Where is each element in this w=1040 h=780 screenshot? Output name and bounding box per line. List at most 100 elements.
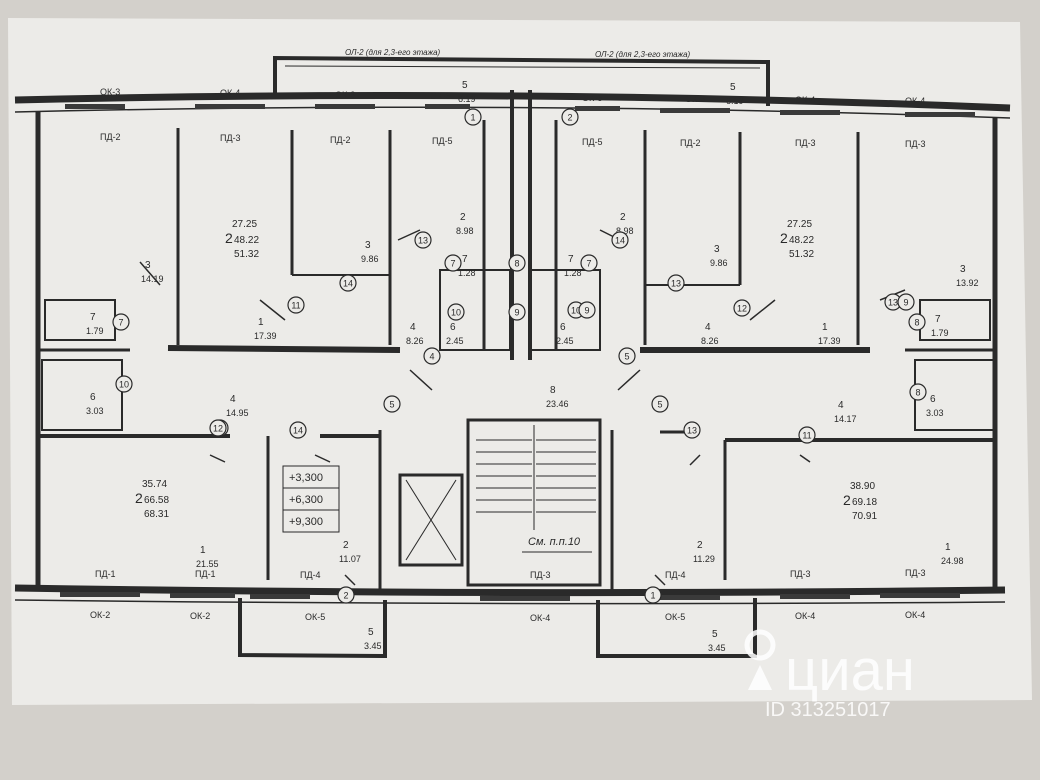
room-area: 6.19 — [458, 94, 476, 104]
axis-marker-circle — [447, 303, 465, 321]
axis-marker-circle — [508, 254, 526, 272]
axis-marker-circle — [611, 231, 629, 249]
axis-marker-circle — [112, 313, 130, 331]
room-number: 1 — [258, 317, 264, 328]
room-number: 4 — [410, 322, 416, 333]
door-label: ПД-3 — [795, 138, 816, 148]
axis-marker-label: 5 — [624, 352, 629, 362]
axis-marker-circle — [683, 421, 701, 439]
axis-marker-circle — [618, 347, 636, 365]
window-label: ОК-3 — [685, 94, 705, 104]
door-label: ПД-5 — [582, 137, 603, 147]
window-label: ОК-3 — [100, 87, 120, 97]
door-label: ПД-1 — [95, 569, 116, 579]
axis-marker-label: 9 — [903, 298, 908, 308]
window-label: ОК-4 — [905, 610, 925, 620]
watermark-brand: циан — [785, 638, 915, 703]
apartment-living-area: 38.90 — [850, 481, 875, 492]
apartment-total-area: 69.18 — [852, 497, 877, 508]
axis-marker-label: 2 — [343, 591, 348, 601]
room-number: 2 — [460, 212, 466, 223]
room-number: 6 — [560, 322, 566, 333]
window-label: ОК-3 — [335, 90, 355, 100]
axis-marker-label: 11 — [291, 301, 300, 311]
room-area: 1.79 — [931, 328, 949, 338]
axis-marker-label: 2 — [567, 113, 572, 123]
door-label: ПД-3 — [790, 569, 811, 579]
door-label: ПД-2 — [330, 135, 351, 145]
door-label: ПД-3 — [220, 133, 241, 143]
parapet-note: ОЛ-2 (для 2,3-его этажа) — [595, 50, 691, 59]
room-number: 5 — [712, 629, 718, 640]
axis-marker-label: 10 — [571, 306, 581, 316]
apartment-rooms: 2 — [780, 230, 788, 246]
room-area: 17.39 — [254, 331, 277, 341]
room-area: 23.46 — [546, 399, 569, 409]
door-label: ПД-2 — [100, 132, 121, 142]
room-area: 3.03 — [86, 406, 104, 416]
axis-marker-label: 13 — [418, 236, 428, 246]
axis-marker-label: 13 — [888, 298, 898, 308]
axis-marker-circle — [414, 231, 432, 249]
room-number: 5 — [462, 80, 468, 91]
door-label: ПД-3 — [905, 568, 926, 578]
window-label: ОК-6 — [430, 91, 450, 101]
watermark-listing-id: ID 313251017 — [765, 699, 891, 721]
room-area: 1.28 — [564, 268, 582, 278]
axis-marker-circle — [578, 301, 596, 319]
door-label: ПД-3 — [905, 139, 926, 149]
window-label: ОК-4 — [795, 611, 815, 621]
room-area: 6.19 — [726, 96, 744, 106]
axis-marker-label: 7 — [118, 318, 123, 328]
axis-marker-circle — [464, 108, 482, 126]
axis-marker-circle — [733, 299, 751, 317]
door-label: ПД-1 — [195, 569, 216, 579]
axis-marker-circle — [337, 586, 355, 604]
room-area: 3.03 — [926, 408, 944, 418]
door-label: ПД-4 — [665, 570, 686, 580]
axis-marker-circle — [644, 586, 662, 604]
room-number: 1 — [200, 545, 206, 556]
window-label: ОК-4 — [220, 88, 240, 98]
axis-marker-label: 13 — [687, 426, 697, 436]
elevation-value: +9,300 — [289, 516, 323, 528]
door-label: ПД-3 — [530, 570, 551, 580]
axis-marker-label: 7 — [586, 259, 591, 269]
axis-marker-label: 12 — [213, 424, 223, 434]
room-number: 5 — [368, 627, 374, 638]
apartment-total-area: 48.22 — [789, 235, 814, 246]
axis-marker-label: 14 — [293, 426, 303, 436]
elevation-cell — [282, 509, 340, 533]
axis-marker-circle — [444, 254, 462, 272]
apartment-total-area: 66.58 — [144, 495, 169, 506]
room-number: 8 — [550, 385, 556, 396]
axis-marker-label: 8 — [915, 388, 920, 398]
axis-marker-label: 8 — [914, 318, 919, 328]
axis-marker-label: 9 — [514, 308, 519, 318]
window-label: ОК-4 — [905, 96, 925, 106]
room-number: 6 — [930, 394, 936, 405]
room-area: 17.39 — [818, 336, 841, 346]
room-area: 14.17 — [834, 414, 857, 424]
room-number: 5 — [730, 82, 736, 93]
room-number: 3 — [714, 244, 720, 255]
apartment-living-area: 35.74 — [142, 479, 167, 490]
window-label: ОК-4 — [795, 95, 815, 105]
room-area: 11.07 — [339, 554, 361, 564]
axis-marker-label: 14 — [615, 236, 625, 246]
axis-marker-label: 4 — [429, 352, 434, 362]
apartment-full-area: 68.31 — [144, 509, 169, 520]
room-area: 2.45 — [556, 336, 574, 346]
room-number: 2 — [620, 212, 626, 223]
axis-marker-label: 8 — [514, 259, 519, 269]
axis-marker-label: 12 — [737, 304, 747, 314]
parapet-note: ОЛ-2 (для 2,3-его этажа) — [345, 48, 441, 57]
room-area: 11.29 — [693, 554, 715, 564]
room-area: 8.98 — [616, 226, 634, 236]
room-area: 3.45 — [364, 641, 382, 651]
window-label: ОК-2 — [90, 610, 110, 620]
axis-marker-circle — [209, 419, 227, 437]
axis-marker-label: 5 — [657, 400, 662, 410]
axis-marker-circle — [383, 395, 401, 413]
